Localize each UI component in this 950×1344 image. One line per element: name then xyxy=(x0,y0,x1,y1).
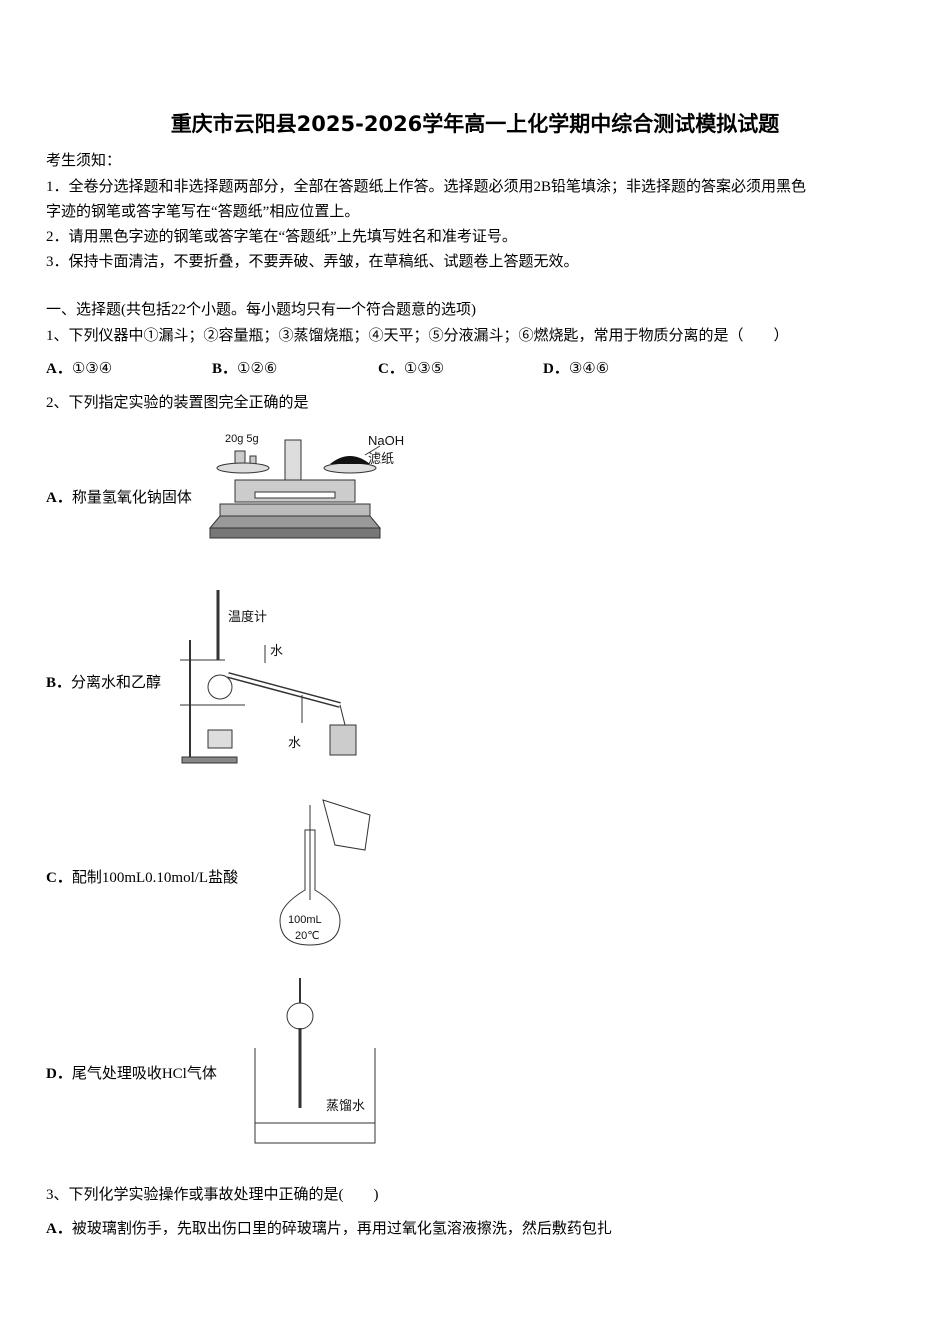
option-label: B． xyxy=(212,361,238,377)
option-text: ①③⑤ xyxy=(403,361,445,377)
option-text: 被玻璃割伤手，先取出伤口里的碎玻璃片，再用过氧化氢溶液擦洗，然后敷药包扎 xyxy=(71,1221,612,1237)
option-text: 分离水和乙醇 xyxy=(71,675,162,691)
section-heading: 一、选择题(共包括22个小题。每小题均只有一个符合题意的选项) xyxy=(46,302,476,318)
distillation-figure: 温度计 水 水 xyxy=(180,590,357,764)
question-2-stem: 2、下列指定实验的装置图完全正确的是 xyxy=(46,395,309,411)
option-label: D． xyxy=(46,1066,72,1082)
option-text: 尾气处理吸收HCl气体 xyxy=(71,1066,217,1082)
volumetric-flask-figure: 100mL 20℃ xyxy=(279,799,371,946)
filter-paper-label: 滤纸 xyxy=(368,451,394,466)
temperature-label: 20℃ xyxy=(295,930,320,942)
q2-option-a: A．称量氢氧化钠固体 xyxy=(46,488,192,508)
question-1-stem: 1、下列仪器中①漏斗；②容量瓶；③蒸馏烧瓶；④天平；⑤分液漏斗；⑥燃烧匙，常用于… xyxy=(46,328,789,344)
balance-figure: 20g 5g NaOH 滤纸 xyxy=(208,433,404,539)
option-label: C． xyxy=(46,870,72,886)
option-label: A． xyxy=(46,490,72,506)
option-text: ①②⑥ xyxy=(237,361,278,377)
q2-option-b: B．分离水和乙醇 xyxy=(46,673,161,693)
option-label: D． xyxy=(543,361,569,377)
weights-label: 20g 5g xyxy=(225,433,259,445)
page-title: 重庆市云阳县2025-2026学年高一上化学期中综合测试模拟试题 xyxy=(170,112,780,136)
thermometer-label: 温度计 xyxy=(228,609,267,624)
notice-line-2: 2．请用黑色字迹的钢笔或答字笔在“答题纸”上先填写姓名和准考证号。 xyxy=(46,229,517,245)
gas-absorption-figure: 蒸馏水 xyxy=(254,978,376,1144)
q2-option-c: C．配制100mL0.10mol/L盐酸 xyxy=(46,868,238,888)
notice-line-1-cont: 字迹的钢笔或答字笔写在“答题纸”相应位置上。 xyxy=(46,204,360,220)
notice-line-1: 1．全卷分选择题和非选择题两部分，全部在答题纸上作答。选择题必须用2B铅笔填涂；… xyxy=(46,179,807,195)
q1-option-b: B．①②⑥ xyxy=(212,359,277,379)
option-label: B． xyxy=(46,675,72,691)
option-text: ①③④ xyxy=(71,361,113,377)
q3-option-a: A．被玻璃割伤手，先取出伤口里的碎玻璃片，再用过氧化氢溶液擦洗，然后敷药包扎 xyxy=(46,1219,612,1239)
option-text: 称量氢氧化钠固体 xyxy=(71,490,192,506)
option-label: A． xyxy=(46,361,72,377)
capacity-label: 100mL xyxy=(288,914,322,926)
notice-heading: 考生须知： xyxy=(46,153,122,169)
option-text: 配制100mL0.10mol/L盐酸 xyxy=(71,870,239,886)
water-in-label: 水 xyxy=(270,643,283,658)
naoh-label: NaOH xyxy=(368,433,404,448)
distilled-water-label: 蒸馏水 xyxy=(326,1098,365,1113)
q2-option-d: D．尾气处理吸收HCl气体 xyxy=(46,1064,217,1084)
option-label: A． xyxy=(46,1221,72,1237)
option-label: C． xyxy=(378,361,404,377)
q1-option-d: D．③④⑥ xyxy=(543,359,609,379)
notice-line-3: 3．保持卡面清洁，不要折叠，不要弄破、弄皱，在草稿纸、试题卷上答题无效。 xyxy=(46,254,579,270)
q1-option-c: C．①③⑤ xyxy=(378,359,444,379)
question-3-stem: 3、下列化学实验操作或事故处理中正确的是( ) xyxy=(46,1187,379,1203)
option-text: ③④⑥ xyxy=(568,361,610,377)
water-out-label: 水 xyxy=(288,735,301,750)
q1-option-a: A．①③④ xyxy=(46,359,112,379)
